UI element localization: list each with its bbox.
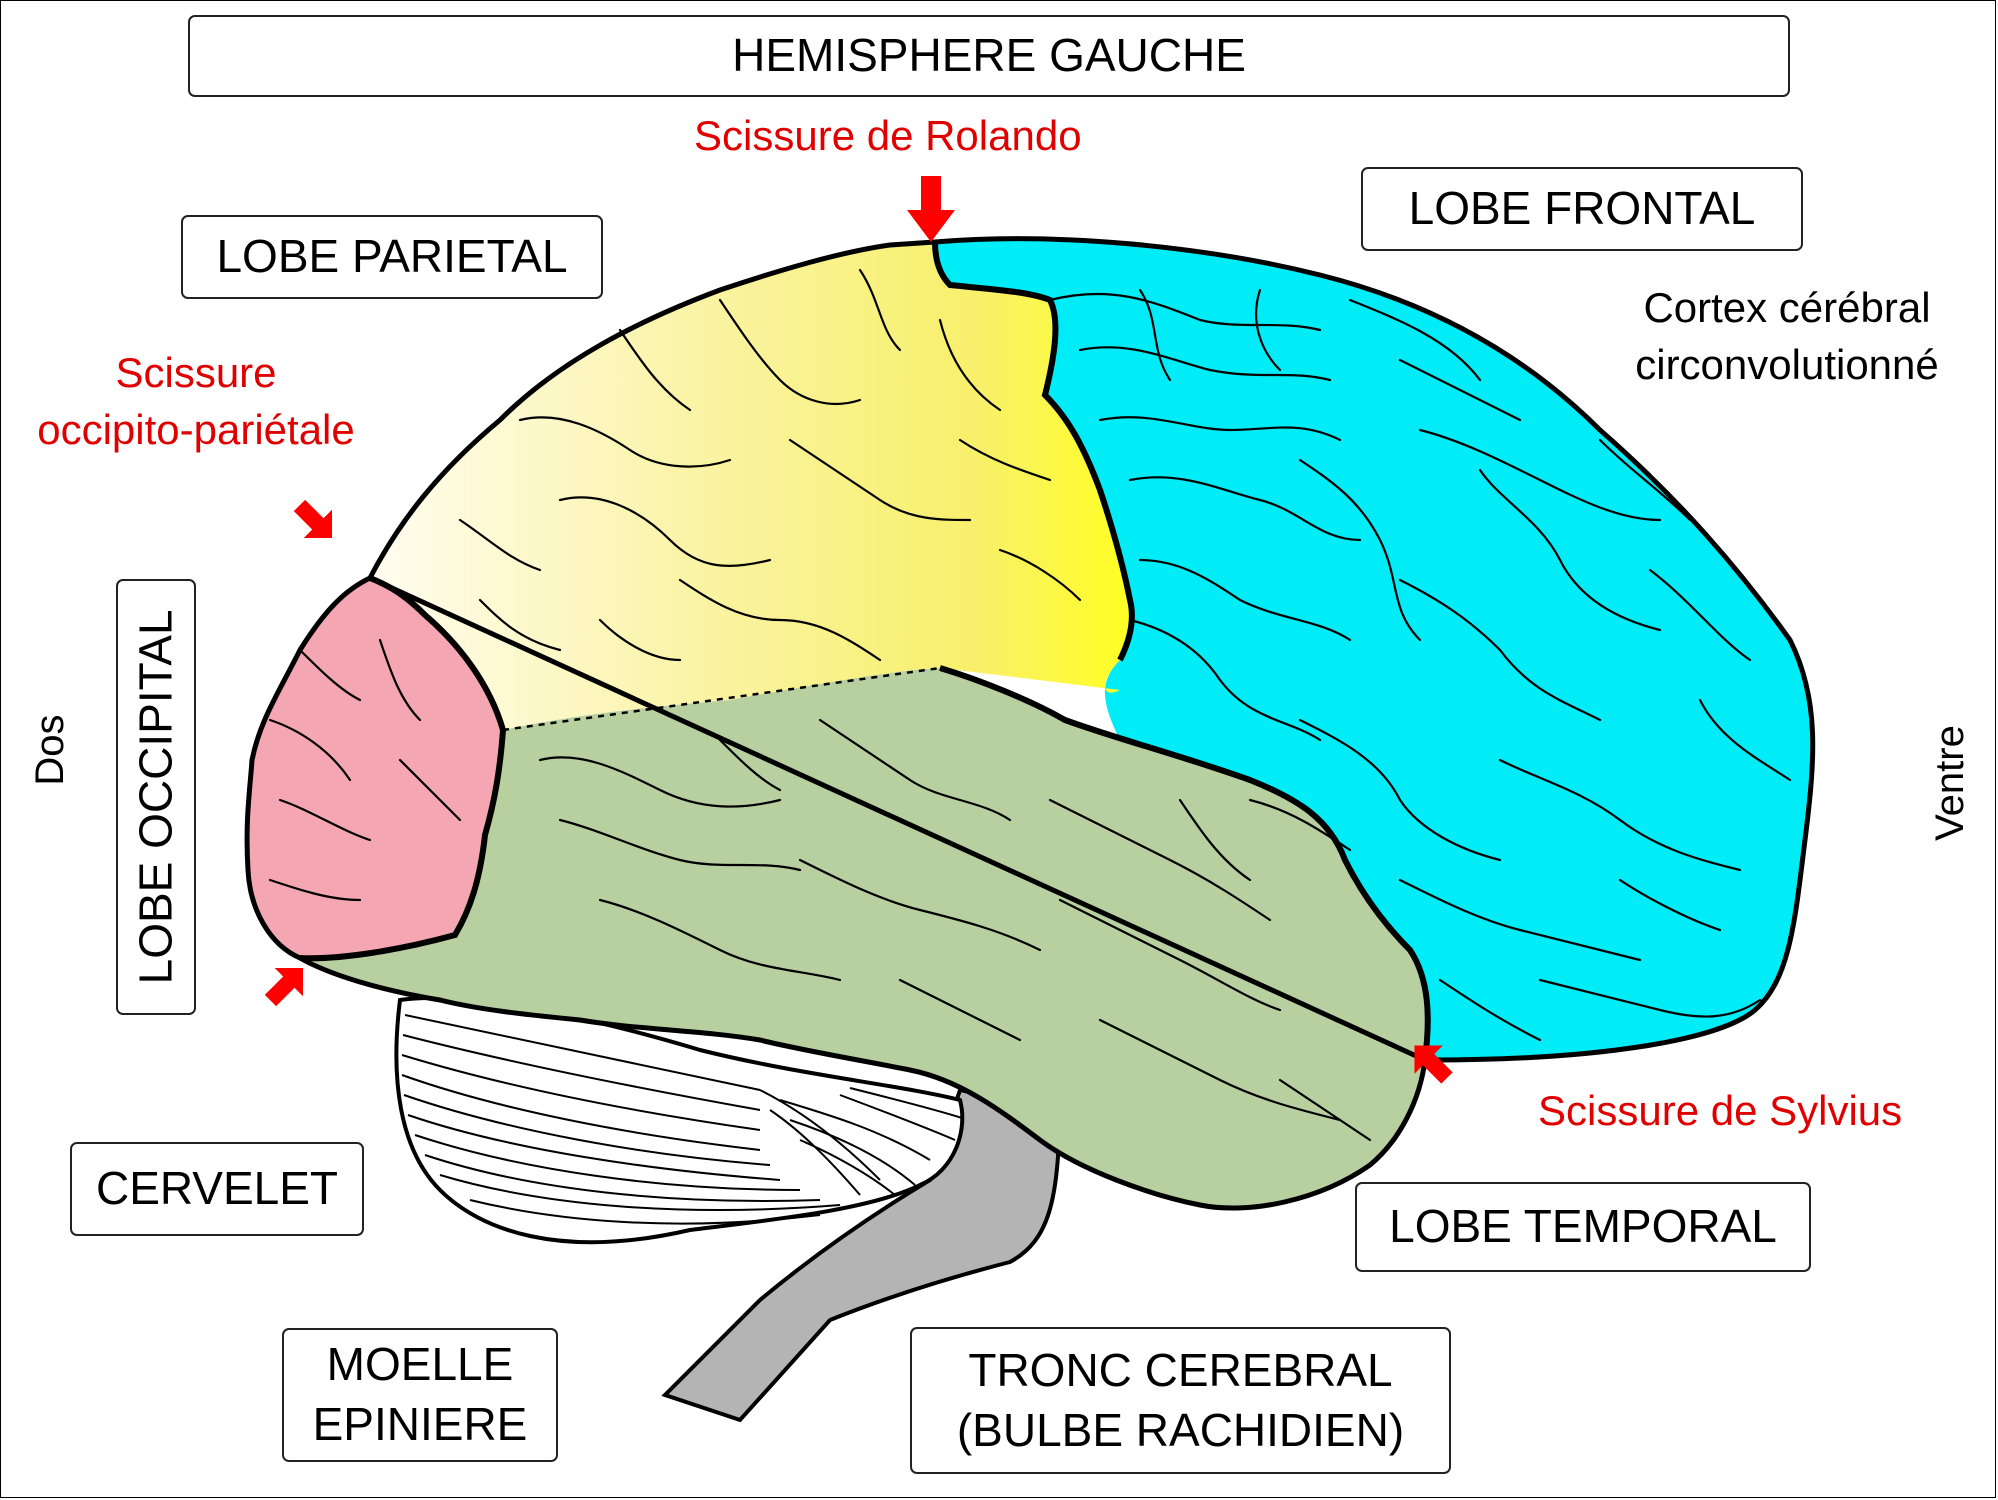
- brain-outline: [244, 236, 1816, 1211]
- cerebellum-shape: [394, 996, 965, 1245]
- label-cortex-note: Cortex cérébral circonvolutionné: [1635, 284, 1939, 388]
- gyri-lines: [268, 268, 1792, 1142]
- arrow-occipito-parietal: [293, 499, 332, 538]
- temporal-lobe-shape: [300, 668, 1428, 1209]
- label-tronc-cerebral: TRONC CEREBRAL (BULBE RACHIDIEN): [910, 1327, 1451, 1474]
- label-lobe-parietal: LOBE PARIETAL: [181, 215, 603, 299]
- label-cervelet: CERVELET: [70, 1142, 364, 1236]
- label-scissure-sylvius: Scissure de Sylvius: [1538, 1087, 1903, 1134]
- label-moelle-epiniere: MOELLE EPINIERE: [282, 1328, 558, 1462]
- label-dos: Dos: [28, 714, 72, 786]
- parietal-lobe-shape: [370, 242, 1132, 730]
- label-lobe-frontal: LOBE FRONTAL: [1361, 167, 1803, 251]
- occipital-lobe-shape: [247, 578, 503, 959]
- label-ventre: Ventre: [1928, 725, 1972, 841]
- arrow-rolando: [907, 176, 955, 242]
- sylvius-sulcus-line: [939, 665, 1431, 1061]
- arrow-occipital-bottom: [264, 968, 303, 1007]
- parietal-temporal-dashed-line: [502, 666, 941, 732]
- label-lobe-occipital: LOBE OCCIPITAL: [129, 609, 182, 985]
- label-scissure-rolando: Scissure de Rolando: [694, 112, 1082, 159]
- occipito-parietal-sulcus-line: [299, 575, 507, 962]
- arrow-sylvius: [1414, 1045, 1453, 1084]
- brainstem-shape: [661, 1087, 1063, 1423]
- label-scissure-occipito-parietale: Scissure occipito-pariétale: [37, 349, 355, 453]
- label-lobe-temporal: LOBE TEMPORAL: [1355, 1182, 1811, 1272]
- rolando-sulcus-line: [932, 241, 1135, 662]
- title-hemisphere: HEMISPHERE GAUCHE: [188, 15, 1790, 97]
- label-lobe-occipital-box: LOBE OCCIPITAL: [116, 579, 196, 1015]
